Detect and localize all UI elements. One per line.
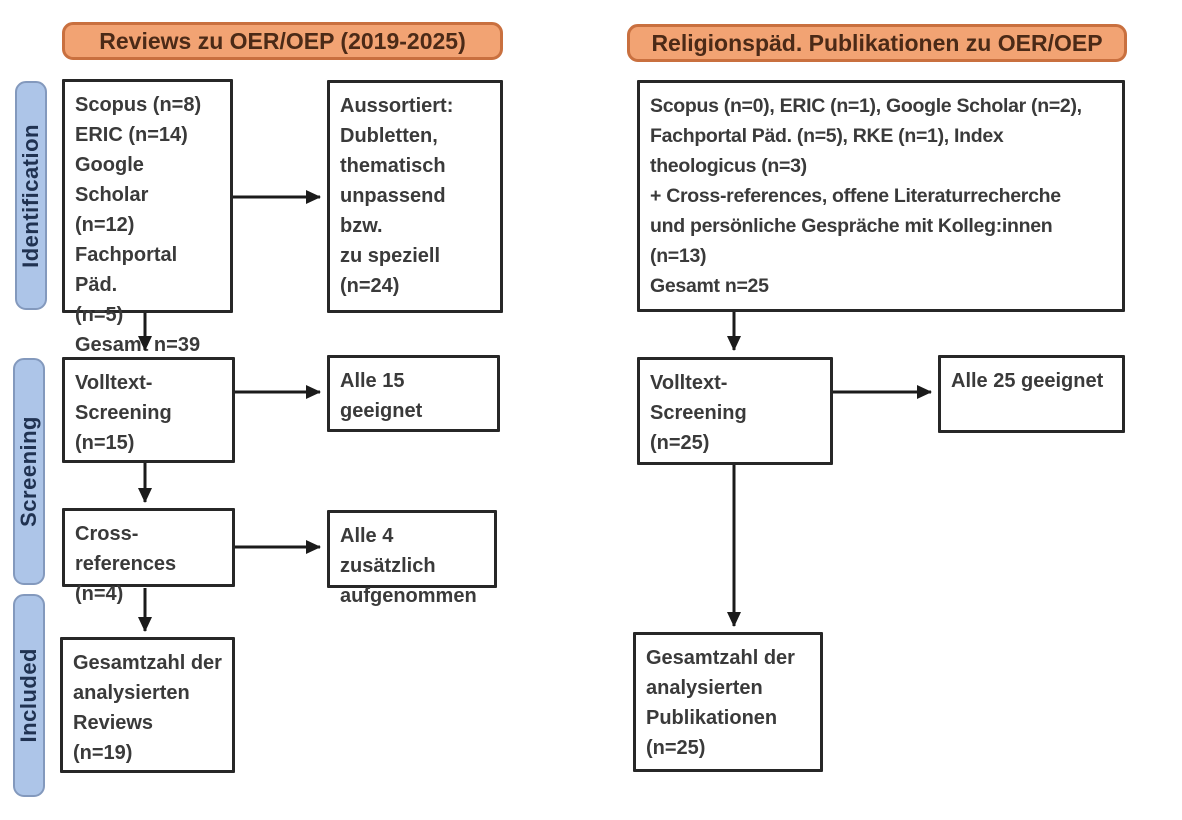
box-left-crossref: Cross-references (n=4) [62,508,235,605]
header-religionspaed-label: Religionspäd. Publikationen zu OER/OEP [651,29,1103,56]
box-left-included-total-text: Gesamtzahl der analysierten Reviews (n=1… [73,652,222,764]
box-right-sources-text: Scopus (n=0), ERIC (n=1), Google Scholar… [650,95,1082,297]
box-left-fulltext-result: Alle 15 geeignet [327,355,500,432]
box-left-included-total: Gesamtzahl der analysierten Reviews (n=1… [60,637,235,773]
box-left-fulltext-screening-text: Volltext- Screening (n=15) [75,372,172,454]
box-left-crossref-result: Alle 4 zusätzlich aufgenommen [327,510,497,607]
box-right-included-total-text: Gesamtzahl der analysierten Publikatione… [646,647,795,759]
box-right-fulltext-result-text: Alle 25 geeignet [951,370,1104,392]
stage-identification: Identification [15,81,47,310]
header-religionspaed-column: Religionspäd. Publikationen zu OER/OEP [627,24,1127,62]
box-left-crossref-result-text: Alle 4 zusätzlich aufgenommen [340,525,477,607]
box-right-included-total: Gesamtzahl der analysierten Publikatione… [633,632,823,772]
header-reviews-label: Reviews zu OER/OEP (2019-2025) [99,27,466,54]
box-left-sources-text: Scopus (n=8) ERIC (n=14) Google Scholar … [75,94,202,356]
box-right-sources: Scopus (n=0), ERIC (n=1), Google Scholar… [637,80,1125,312]
header-reviews-column: Reviews zu OER/OEP (2019-2025) [62,22,503,60]
stage-included: Included [13,594,45,797]
stage-screening-label: Screening [16,416,41,527]
stage-screening: Screening [13,358,45,585]
box-left-excluded-text: Aussortiert: Dubletten, thematisch unpas… [340,95,454,297]
box-left-sources: Scopus (n=8) ERIC (n=14) Google Scholar … [62,79,233,356]
box-left-fulltext-result-text: Alle 15 geeignet [340,370,423,422]
box-right-fulltext-result: Alle 25 geeignet [938,355,1125,433]
box-left-fulltext-screening: Volltext- Screening (n=15) [62,357,235,463]
box-right-fulltext-screening-text: Volltext- Screening (n=25) [650,372,747,454]
box-left-crossref-text: Cross-references (n=4) [75,523,177,605]
stage-included-label: Included [16,648,41,743]
box-left-excluded: Aussortiert: Dubletten, thematisch unpas… [327,80,503,313]
box-right-fulltext-screening: Volltext- Screening (n=25) [637,357,833,465]
stage-identification-label: Identification [18,123,43,268]
